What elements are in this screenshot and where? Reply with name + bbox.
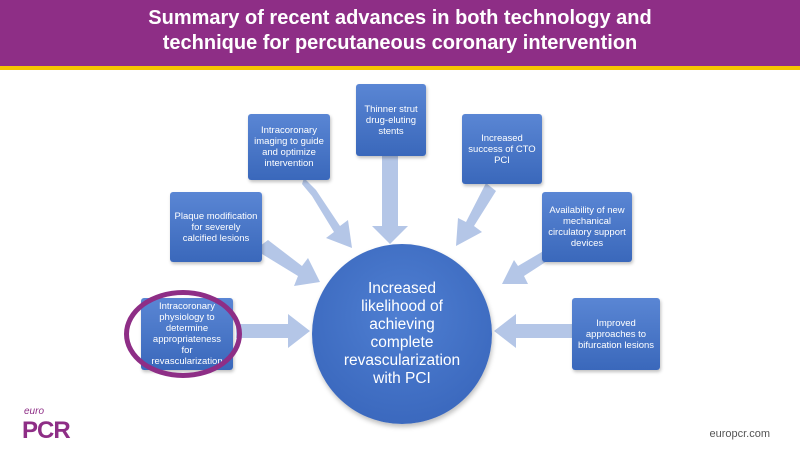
box-text: and optimize xyxy=(262,147,316,158)
box-text: success of CTO xyxy=(468,143,536,155)
title-underline xyxy=(0,66,800,70)
center-text: Increased xyxy=(367,280,437,297)
arrow-cto xyxy=(456,183,496,246)
central-outcome-circle: Increased likelihood of achieving comple… xyxy=(312,244,492,424)
title-line-2: technique for percutaneous coronary inte… xyxy=(162,32,638,54)
box-text: calcified lesions xyxy=(182,232,250,244)
box-text: Increased xyxy=(481,132,523,144)
center-text: complete xyxy=(370,334,434,351)
box-text: drug-eluting xyxy=(365,114,417,126)
box-text: Improved xyxy=(596,317,636,329)
center-text: revascularization xyxy=(343,352,461,369)
title-line-1: Summary of recent advances in both techn… xyxy=(148,7,652,29)
box-mechanical-support: Availability of new mechanical circulato… xyxy=(542,192,632,262)
slide-title: Summary of recent advances in both techn… xyxy=(60,6,740,56)
box-text: devices xyxy=(570,238,604,249)
box-text: for severely xyxy=(191,221,241,233)
arrow-imaging xyxy=(302,178,352,248)
arrow-physiology xyxy=(236,314,310,348)
box-plaque-modification: Plaque modification for severely calcifi… xyxy=(170,192,262,262)
arrow-bifurcation xyxy=(494,314,572,348)
box-text: Thinner strut xyxy=(364,103,418,115)
logo-euro-text: euro xyxy=(24,406,45,417)
arrow-plaque xyxy=(260,240,320,286)
box-text: imaging to guide xyxy=(254,136,324,147)
website-url: europcr.com xyxy=(709,428,770,440)
box-text: bifurcation lesions xyxy=(577,339,655,351)
box-text: PCI xyxy=(494,154,510,166)
box-bifurcation-lesions: Improved approaches to bifurcation lesio… xyxy=(572,298,660,370)
center-text: with PCI xyxy=(373,370,431,387)
arrow-thinner-struts xyxy=(372,156,408,244)
box-thinner-struts: Thinner strut drug-eluting stents xyxy=(356,84,426,156)
center-text: achieving xyxy=(369,316,435,333)
box-cto-pci: Increased success of CTO PCI xyxy=(462,114,542,184)
box-text: mechanical xyxy=(562,216,612,227)
highlight-circle xyxy=(124,290,242,378)
title-bar xyxy=(0,0,800,66)
box-intracoronary-imaging: Intracoronary imaging to guide and optim… xyxy=(248,114,330,180)
logo-pcr-text: PCR xyxy=(22,417,71,444)
center-text: likelihood of xyxy=(361,298,443,315)
box-text: Availability of new xyxy=(549,205,625,216)
box-text: Intracoronary xyxy=(261,125,317,136)
box-text: stents xyxy=(378,125,404,137)
box-text: intervention xyxy=(264,158,314,169)
box-text: circulatory support xyxy=(548,227,626,238)
box-text: approaches to xyxy=(585,328,647,340)
box-text: Plaque modification xyxy=(174,210,258,222)
